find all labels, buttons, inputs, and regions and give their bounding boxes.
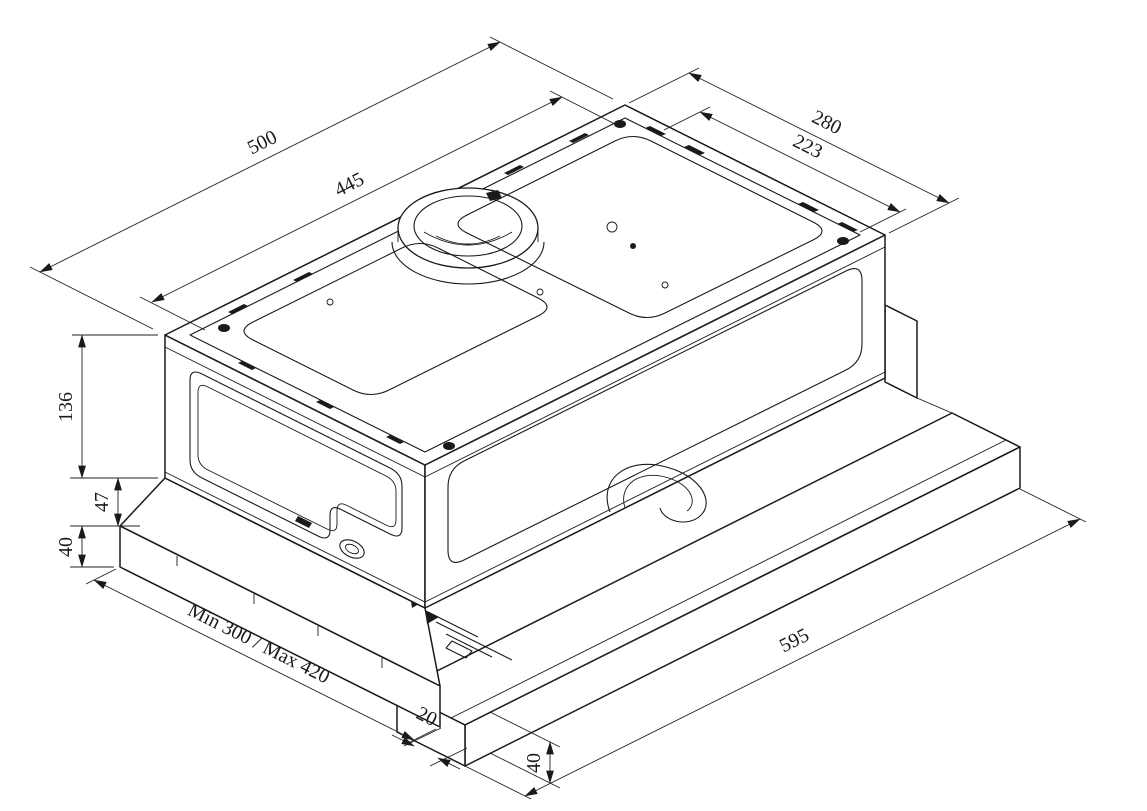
rail-stop-triangle-2	[425, 610, 439, 624]
door-outer-outline	[189, 371, 403, 539]
dim-label-595: 595	[776, 624, 813, 657]
dimension-line-595	[524, 518, 1081, 797]
dim-label-136: 136	[55, 392, 77, 422]
hole	[661, 281, 669, 289]
dimension-136: 136	[55, 334, 158, 568]
extension-lines-445	[139, 90, 616, 331]
extension-lines-280	[628, 67, 960, 234]
dimension-line-223	[699, 111, 901, 213]
dim-label-40-visor: 40	[523, 753, 545, 773]
screw-dot	[837, 237, 849, 245]
dim-label-40-left: 40	[55, 537, 77, 557]
extension-lines-500	[29, 36, 614, 330]
side-bracket	[884, 304, 953, 414]
dimension-40-visor: 40	[489, 711, 561, 789]
bracket-connector	[916, 397, 953, 414]
rail-bracket	[445, 640, 473, 659]
side-door	[189, 371, 403, 559]
bracket-face	[884, 304, 918, 399]
dimension-arrow-20-left	[391, 734, 415, 747]
body-rim-lines	[164, 246, 886, 603]
extension-lines-595	[464, 488, 1087, 800]
dimension-40-left: 40	[55, 525, 86, 568]
extension-lines-223	[663, 106, 907, 233]
dimension-47: 47	[91, 477, 122, 527]
dim-label-47: 47	[91, 492, 113, 512]
dimension-line-445	[151, 96, 563, 303]
dimension-line-depth-range	[93, 579, 415, 741]
screw-dot	[443, 442, 455, 450]
screw-dot	[218, 324, 230, 332]
knockout-circle	[606, 221, 618, 233]
front-panel-outline	[447, 268, 863, 563]
extension-lines-left-heights	[70, 334, 158, 568]
screw-dots	[218, 120, 849, 450]
door-slot	[295, 516, 312, 528]
dimension-arrow-20-right	[437, 757, 461, 770]
door-inner-outline	[197, 384, 397, 532]
door-handle-oval	[339, 539, 365, 559]
screw-dot	[614, 120, 626, 128]
dim-label-280: 280	[808, 106, 845, 139]
keyhole-dot	[630, 243, 636, 249]
dim-label-223: 223	[789, 130, 826, 163]
dim-label-445: 445	[331, 168, 368, 201]
handle-oval-outer	[339, 539, 365, 559]
handle-oval-inner	[345, 543, 359, 555]
